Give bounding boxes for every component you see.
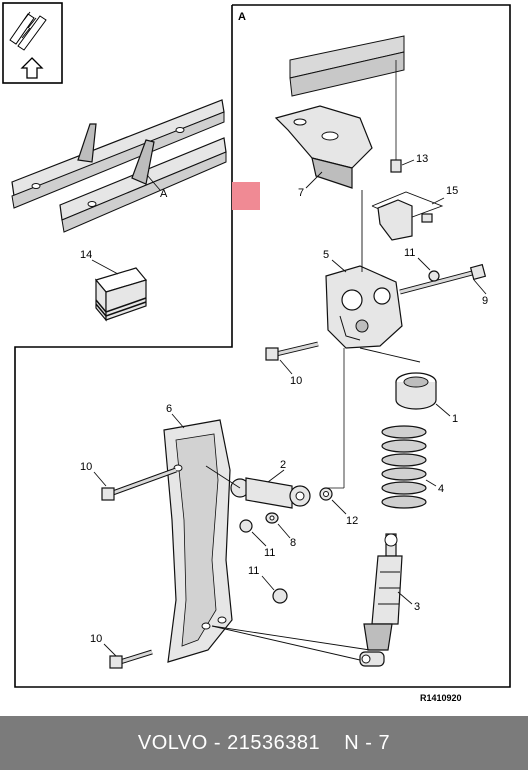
part-label-10c: 10 — [90, 633, 102, 645]
diagram-reference-code: R1410920 — [420, 693, 462, 703]
highlight-marker — [232, 182, 260, 210]
part-11-nut-lower: 11 — [248, 565, 288, 604]
part-11-nut-upper: 11 — [404, 247, 440, 282]
up-arrow-icon — [20, 57, 44, 79]
part-label-4: 4 — [438, 483, 444, 495]
part-label-2: 2 — [280, 459, 286, 471]
part-3-shock-absorber: 3 — [359, 533, 420, 667]
part-label-6: 6 — [166, 403, 172, 415]
footer-separator: - — [207, 731, 228, 754]
part-label-14: 14 — [80, 249, 92, 261]
part-label-12: 12 — [346, 515, 358, 527]
part-label-3: 3 — [414, 601, 420, 613]
footer-gap — [320, 732, 344, 755]
part-label-11b: 11 — [264, 547, 275, 559]
part-label-10a: 10 — [290, 375, 302, 387]
part-6-bracket-plate: 6 — [163, 403, 233, 663]
vehicle-orientation-icon — [9, 11, 47, 51]
part-9-bolt: 9 — [399, 263, 488, 307]
detail-view-label: A — [238, 11, 246, 23]
callout-label-a: A — [160, 188, 168, 200]
part-2-mount: 2 — [230, 459, 311, 509]
part-10-bolt-upper: 10 — [265, 341, 319, 387]
part-15-clip: 15 — [371, 185, 458, 241]
part-1-spring-seat: 1 — [395, 372, 458, 425]
part-label-11a: 11 — [404, 247, 415, 259]
part-label-9: 9 — [482, 295, 488, 307]
part-13-screw: 13 — [390, 60, 428, 173]
part-label-15: 15 — [446, 185, 458, 197]
chassis-frame-rails: A — [11, 99, 227, 233]
part-number: 21536381 — [227, 731, 321, 754]
exploded-parts-diagram: A A 14 7 13 — [2, 2, 511, 703]
part-5-carrier: 5 — [323, 249, 403, 349]
brand-name: VOLVO — [137, 731, 208, 754]
part-number-footer: VOLVO - 21536381 N - 7 — [0, 716, 528, 770]
part-10-bolt-lower: 10 — [90, 633, 153, 669]
part-14-kit: 14 — [80, 249, 148, 322]
part-11-nut-middle: 11 — [239, 519, 275, 559]
part-label-10b: 10 — [80, 461, 92, 473]
part-label-8: 8 — [290, 537, 296, 549]
part-label-13: 13 — [416, 153, 428, 165]
page-reference: N - 7 — [344, 731, 391, 754]
part-label-11c: 11 — [248, 565, 259, 577]
part-12-washer: 12 — [319, 348, 358, 527]
part-8-washer: 8 — [265, 512, 296, 549]
part-10-bolt-middle: 10 — [80, 461, 177, 501]
orientation-inset — [2, 2, 63, 84]
part-4-coil-spring: 4 — [381, 425, 444, 509]
assembly-guide-lines — [205, 190, 421, 661]
part-label-5: 5 — [323, 249, 329, 261]
part-label-7: 7 — [298, 187, 304, 199]
part-label-1: 1 — [452, 413, 458, 425]
part-7-upper-bracket: 7 — [274, 35, 405, 199]
detail-view-frame: A — [14, 4, 511, 688]
